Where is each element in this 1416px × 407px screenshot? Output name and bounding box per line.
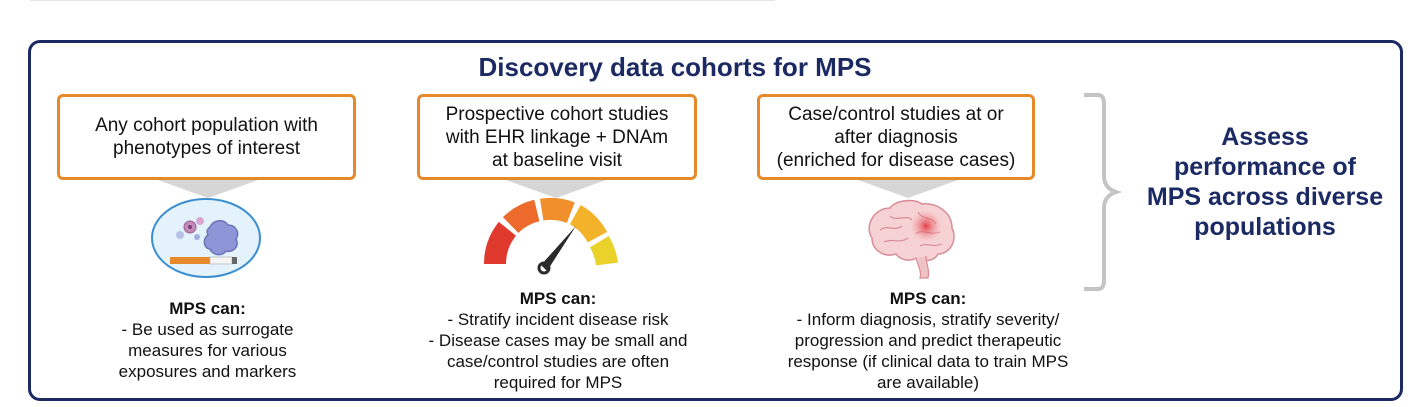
down-arrow-1 [158, 180, 258, 198]
brain-icon [868, 199, 955, 279]
assess-line: Assess [1221, 123, 1309, 151]
cohort-box-3-line: Case/control studies at or [788, 103, 1004, 125]
assess-line: performance of [1174, 153, 1356, 181]
right-brace [1084, 93, 1123, 291]
cohort-box-2: Prospective cohort studies with EHR link… [417, 94, 697, 180]
top-divider [30, 0, 775, 1]
down-arrow-3 [858, 180, 958, 198]
cohort-2-line: case/control studies are often [446, 352, 670, 371]
cohort-box-3: Case/control studies at or after diagnos… [757, 94, 1035, 180]
assess-line: populations [1194, 213, 1336, 241]
cohort-3-line: - Inform diagnosis, stratify severity/ [796, 310, 1060, 329]
cohort-box-1-line: Any cohort population with [95, 115, 318, 136]
cohort-box-2-line: Prospective cohort studies [445, 103, 669, 125]
cohort-3-description: MPS can: - Inform diagnosis, stratify se… [748, 288, 1108, 393]
cohort-2-line: required for MPS [493, 373, 623, 392]
cohort-1-description: MPS can: - Be used as surrogate measures… [80, 298, 335, 382]
cohort-2-line: - Disease cases may be small and [428, 331, 688, 350]
cohort-box-2-line: with EHR linkage + DNAm [445, 126, 669, 148]
assess-performance-text: Assess performance of MPS across diverse… [1140, 122, 1390, 242]
risk-gauge-icon [484, 197, 618, 275]
cohort-2-line: - Stratify incident disease risk [447, 310, 669, 329]
cohort-3-line: are available) [876, 373, 980, 392]
cohort-2-heading: MPS can: [519, 289, 597, 308]
assess-line: MPS across diverse [1146, 183, 1384, 211]
cohort-3-heading: MPS can: [889, 289, 967, 308]
cohort-1-line: - Be used as surrogate [121, 320, 294, 339]
cohort-1-heading: MPS can: [169, 299, 246, 318]
cells-cigarette-icon [151, 198, 261, 278]
down-arrow-2 [506, 180, 606, 198]
diagram-frame [28, 40, 1403, 401]
cohort-1-line: measures for various [128, 341, 287, 360]
cohort-box-3-line: (enriched for disease cases) [776, 149, 1016, 171]
diagram-title: Discovery data cohorts for MPS [478, 52, 872, 82]
cohort-box-2-line: at baseline visit [492, 149, 622, 171]
cohort-box-1-line: phenotypes of interest [113, 138, 300, 159]
cohort-3-line: progression and predict therapeutic [794, 331, 1062, 350]
cohort-box-1: Any cohort population with phenotypes of… [57, 94, 356, 180]
cohort-1-line: exposures and markers [118, 362, 297, 381]
cohort-2-description: MPS can: - Stratify incident disease ris… [398, 288, 718, 393]
cohort-box-3-line: after diagnosis [834, 126, 958, 148]
cohort-3-line: response (if clinical data to train MPS [787, 352, 1069, 371]
